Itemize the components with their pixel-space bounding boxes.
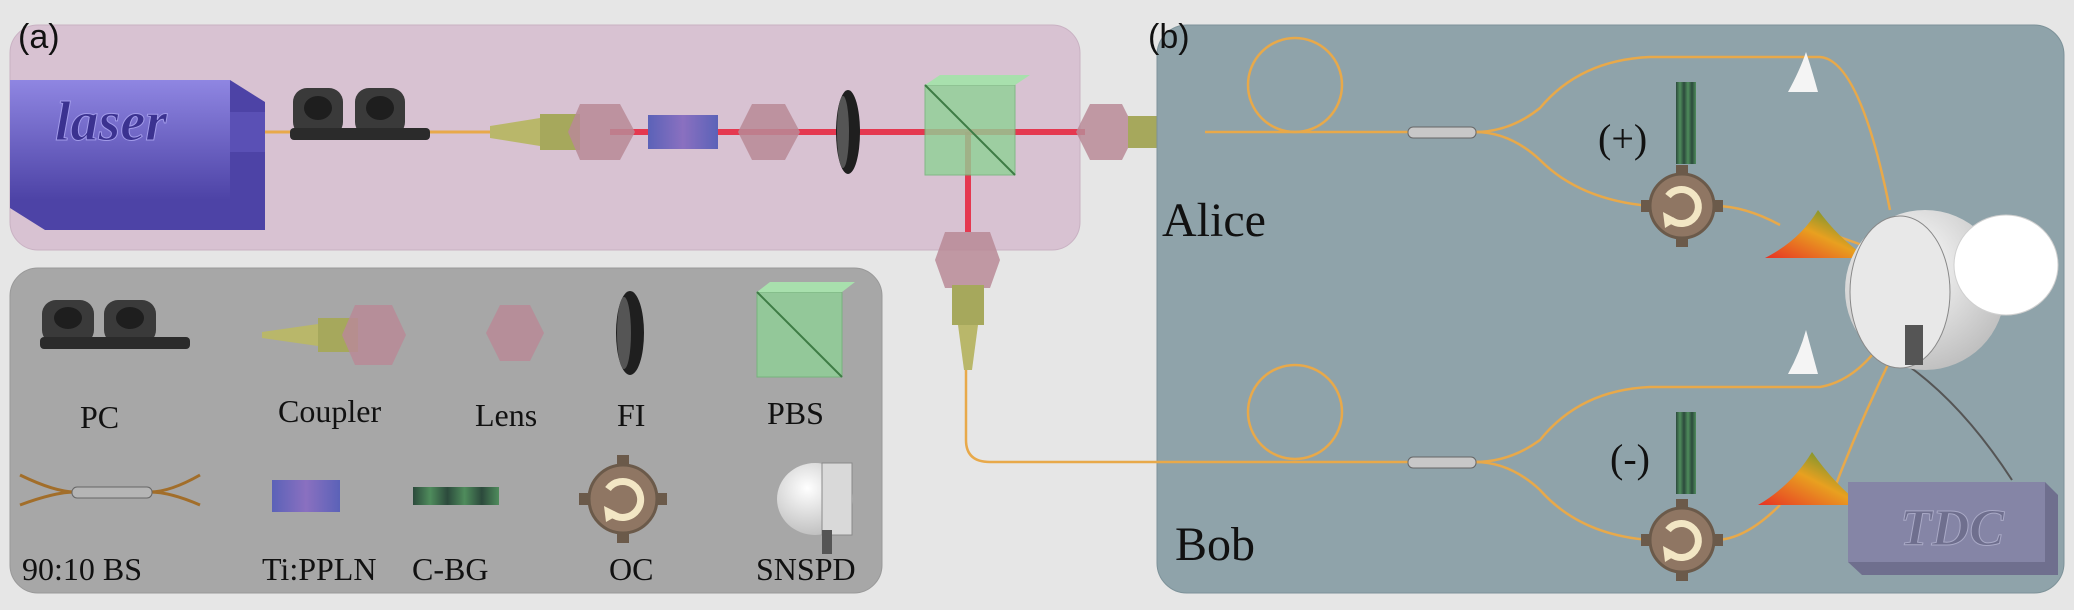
panel-b-background [1156,24,2065,594]
snspd-detector [1845,210,2059,370]
input-coupler [490,104,635,160]
legend-pbs-label: PBS [767,395,824,431]
legend-bs-label: 90:10 BS [22,551,142,587]
oc-alice [1641,165,1723,247]
cbg-alice [1676,82,1696,164]
legend-oc-icon [579,455,667,543]
faraday-isolator [836,90,860,174]
legend-pc-label: PC [80,399,119,435]
minus-label: (-) [1610,436,1650,481]
legend-fi-icon [616,291,644,375]
legend-coupler-label: Coupler [278,393,381,429]
output-coupler-down [935,232,1000,370]
legend-pbs-icon [756,282,855,378]
laser-label: laser [55,91,168,153]
panel-b-label: (b) [1148,18,1190,56]
legend-oc-label: OC [609,551,653,587]
legend-bs-icon [19,473,201,507]
peak-alice [1788,52,1818,92]
legend-lens-label: Lens [475,397,537,433]
legend-ppln-label: Ti:PPLN [262,551,376,587]
legend-snspd-label: SNSPD [756,551,856,587]
pc-device [290,88,430,140]
panel-a-label: (a) [18,18,60,56]
bs-bob [1407,456,1477,469]
pbs-cube [924,75,1030,176]
bob-label: Bob [1175,518,1255,571]
legend-pc-icon [40,300,190,349]
spectrum-bob [1758,452,1862,505]
legend-cbg-label: C-BG [412,551,488,587]
legend-lens-icon [486,305,544,361]
oc-bob [1641,499,1723,581]
peak-bob [1788,330,1818,374]
cbg-bob [1676,412,1696,494]
lens-1 [738,104,800,160]
legend-cbg-icon [413,487,499,505]
tdc-box: TDC [1848,482,2058,575]
fiber-network [964,36,1902,542]
spectrum-alice [1765,210,1868,258]
alice-label: Alice [1162,194,1266,247]
tdc-label: TDC [1900,500,2005,557]
legend-ppln-icon [272,480,340,512]
legend-coupler-icon [262,305,406,365]
legend-fi-label: FI [617,397,645,433]
tdc-cable [1899,359,2013,481]
bs-alice [1407,126,1477,139]
legend-background [9,267,883,594]
plus-label: (+) [1598,116,1647,161]
legend-snspd-icon [777,462,853,554]
ppln-crystal [648,115,718,149]
laser-source: laser [10,80,265,230]
